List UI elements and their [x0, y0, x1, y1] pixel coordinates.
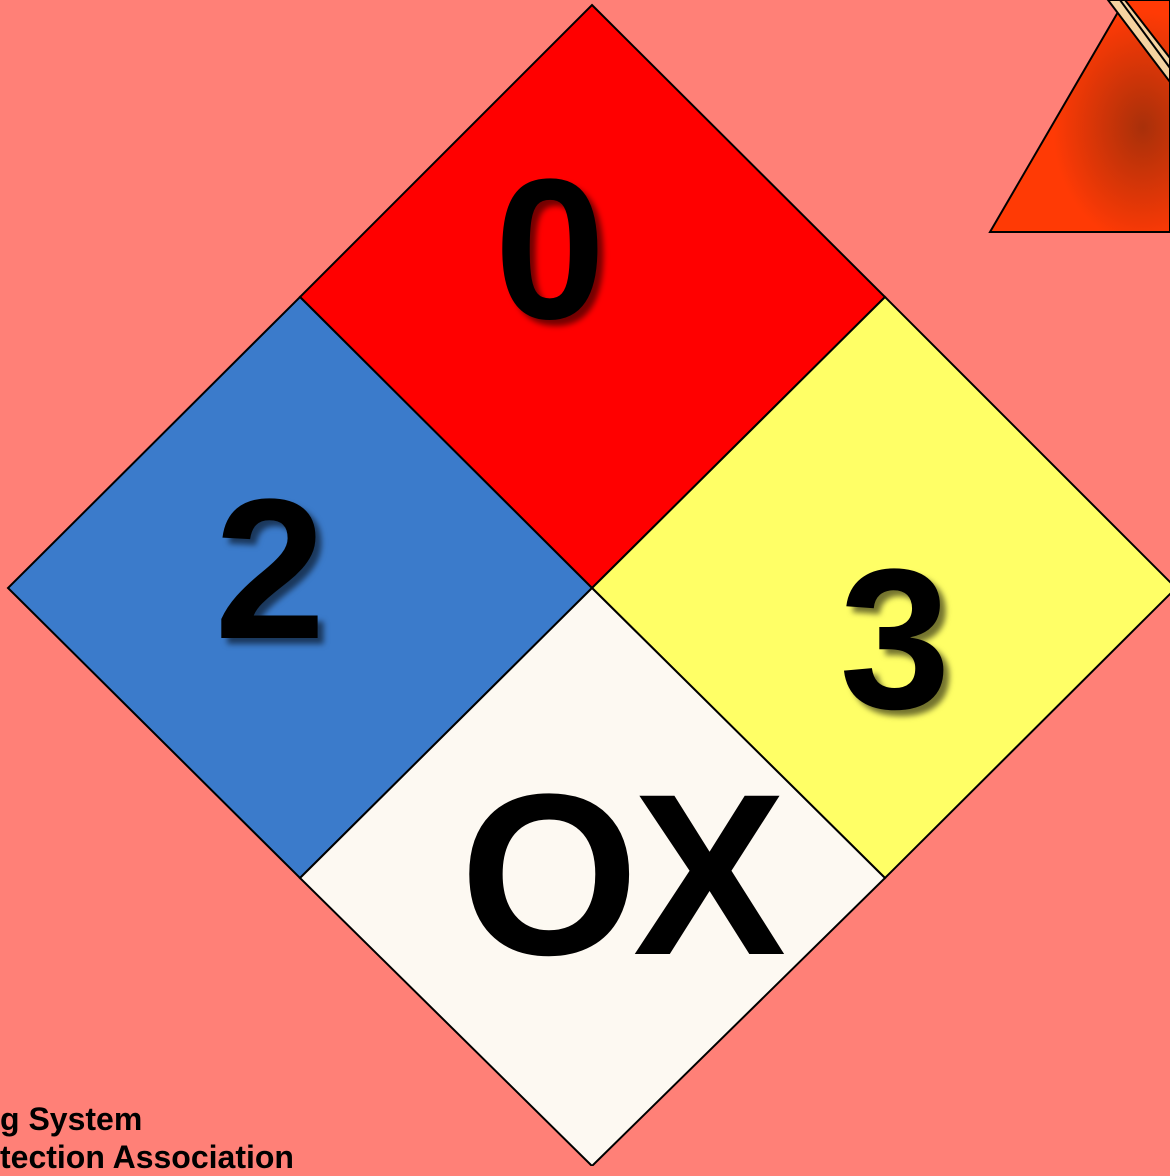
fire-rating: 0 [480, 150, 620, 350]
reactivity-rating: 3 [825, 540, 965, 740]
caption-line-2: tection Association [0, 1138, 294, 1176]
caption-text: g System tection Association [0, 1100, 294, 1176]
special-hazard-code: OX [450, 760, 790, 990]
caption-line-1: g System [0, 1100, 294, 1138]
warning-sign-icon [990, 0, 1170, 232]
health-rating: 2 [200, 470, 340, 670]
